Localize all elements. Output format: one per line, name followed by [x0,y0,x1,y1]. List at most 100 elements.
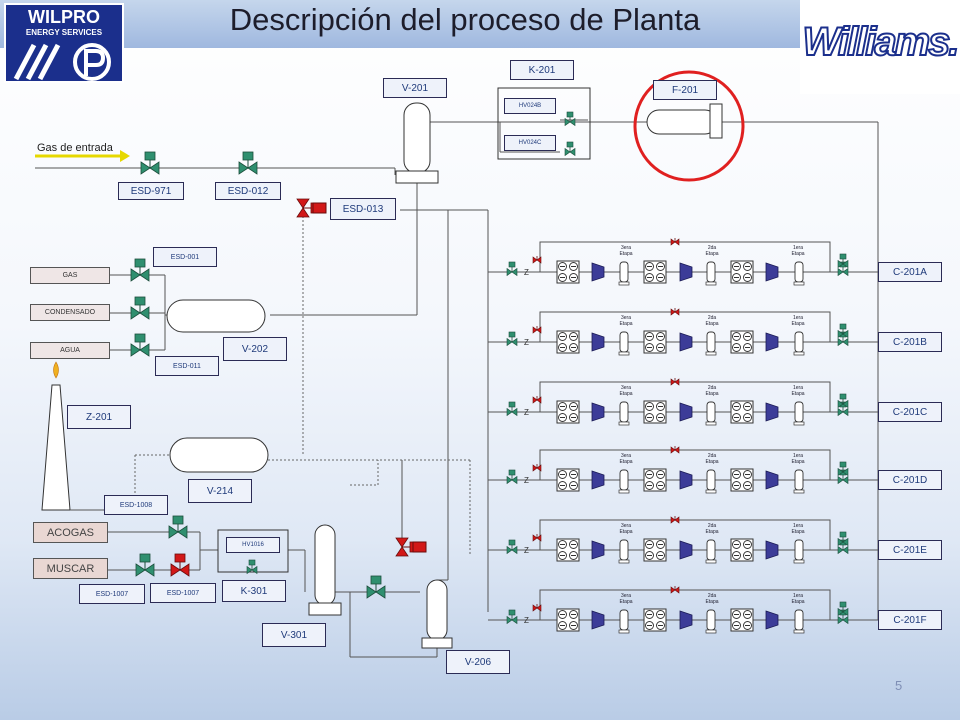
cooler-fan-icon [556,538,580,562]
compressor-stage-icon [591,540,605,560]
stage-label: Etapa [705,529,718,535]
v301-outlet-valve[interactable] [366,575,386,599]
esd-001-valve-gas[interactable] [130,258,150,282]
cooler-fan-icon [730,260,754,284]
compressor-tag: C-201C [878,402,942,422]
hv024c-valve[interactable] [564,141,576,156]
compressor-stage-icon [765,402,779,422]
inlet-label: Gas de entrada [37,142,113,154]
page-number: 5 [895,678,903,693]
compressor-stage-icon [591,610,605,630]
v214-vessel [169,437,269,473]
stage-label: 3era [621,453,631,459]
svg-text:Z: Z [524,616,529,625]
scrubber-vessel [705,331,717,356]
esd-1007-valve-b[interactable] [170,553,190,577]
cooler-fan-icon [643,330,667,354]
stage-label: Etapa [705,459,718,465]
stage-label: 1era [793,385,803,391]
esd-011-valve[interactable] [130,333,150,357]
cooler-fan-icon [730,608,754,632]
v301-vessel [308,524,342,616]
stage-label: Etapa [619,529,632,535]
scrubber-vessel [618,331,630,356]
cooler-fan-icon [730,538,754,562]
scrubber-vessel [793,469,805,494]
cooler-fan-icon [730,468,754,492]
esd-012-valve[interactable] [238,151,258,175]
train-inlet-valve[interactable] [506,261,518,276]
hv1016-valve[interactable] [246,559,258,574]
compressor-stage-icon [679,540,693,560]
stage-label: 2da [708,453,717,459]
stage-label: Etapa [619,251,632,257]
stage-label: 3era [621,523,631,529]
compressor-stage-icon [591,402,605,422]
cooler-fan-icon [556,260,580,284]
train-inlet-valve[interactable] [506,609,518,624]
scrubber-vessel [618,261,630,286]
esd-971-valve[interactable] [140,151,160,175]
cooler-fan-icon [556,468,580,492]
esd-001-tag: ESD-001 [153,247,217,267]
scrubber-vessel [705,469,717,494]
svg-text:Z: Z [524,476,529,485]
esd-1008-valve[interactable] [168,515,188,539]
stage-label: 2da [708,245,717,251]
compressor-stage-icon [591,262,605,282]
wilpro-logo: WILPRO ENERGY SERVICES [4,3,124,83]
wilpro-logo-name: WILPRO [28,7,100,27]
scrubber-vessel [618,401,630,426]
williams-logo-text: Williams. [801,19,960,65]
z201-flare-stack [41,361,110,511]
svg-text:Z: Z [524,408,529,417]
k201-tag: K-201 [510,60,574,80]
v206-tag: V-206 [446,650,510,674]
train-inlet-valve[interactable] [506,539,518,554]
k301-tag: K-301 [222,580,286,602]
compressor-stage-icon [591,470,605,490]
esd-1007-tag-a: ESD-1007 [79,584,145,604]
compressor-trains: Z3eraEtapa2daEtapa1eraEtapaZ3eraEtapa2da… [488,237,878,634]
compressor-stage-icon [765,262,779,282]
train-inlet-valve[interactable] [506,401,518,416]
stage-label: Etapa [791,459,804,465]
compressor-stage-icon [679,402,693,422]
compressor-stage-icon [679,610,693,630]
scrubber-vessel [618,609,630,634]
v301-tag: V-301 [262,623,326,647]
esd-1007-tag-b: ESD-1007 [150,583,216,603]
stage-label: 3era [621,385,631,391]
z201-tag: Z-201 [67,405,131,429]
compressor-tag: C-201A [878,262,942,282]
train-inlet-valve[interactable] [506,469,518,484]
esd-valve-condensado[interactable] [130,296,150,320]
train-inlet-valve[interactable] [506,331,518,346]
esd-971-tag: ESD-971 [118,182,184,200]
cooler-fan-icon [730,400,754,424]
stage-label: 1era [793,593,803,599]
v214-tag: V-214 [188,479,252,503]
stage-label: Etapa [705,251,718,257]
esd-013-tag: ESD-013 [330,198,396,220]
esd-1007-valve-a[interactable] [135,553,155,577]
cooler-fan-icon [730,330,754,354]
scrubber-vessel [705,609,717,634]
cooler-fan-icon [643,468,667,492]
hv024b-valve[interactable] [564,111,576,126]
v202-tag: V-202 [223,337,287,361]
stage-label: Etapa [791,321,804,327]
scrubber-vessel [705,539,717,564]
v201-tag: V-201 [383,78,447,98]
hv1016-tag: HV1016 [226,537,280,553]
scrubber-vessel [793,609,805,634]
f201-highlight-circle [633,70,745,182]
compressor-tag: C-201B [878,332,942,352]
scrubber-vessel [793,331,805,356]
stage-label: Etapa [619,599,632,605]
stage-label: 2da [708,523,717,529]
stage-label: Etapa [791,391,804,397]
